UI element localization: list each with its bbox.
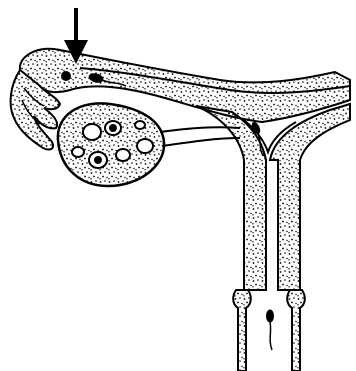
ovulated-egg bbox=[61, 71, 71, 81]
fallopian-tube bbox=[20, 49, 350, 122]
ovarian-ligament bbox=[160, 127, 240, 146]
uterine-wall-left bbox=[196, 106, 266, 290]
cervix-canal-left bbox=[233, 290, 251, 371]
cervix-canal-right bbox=[287, 290, 305, 371]
